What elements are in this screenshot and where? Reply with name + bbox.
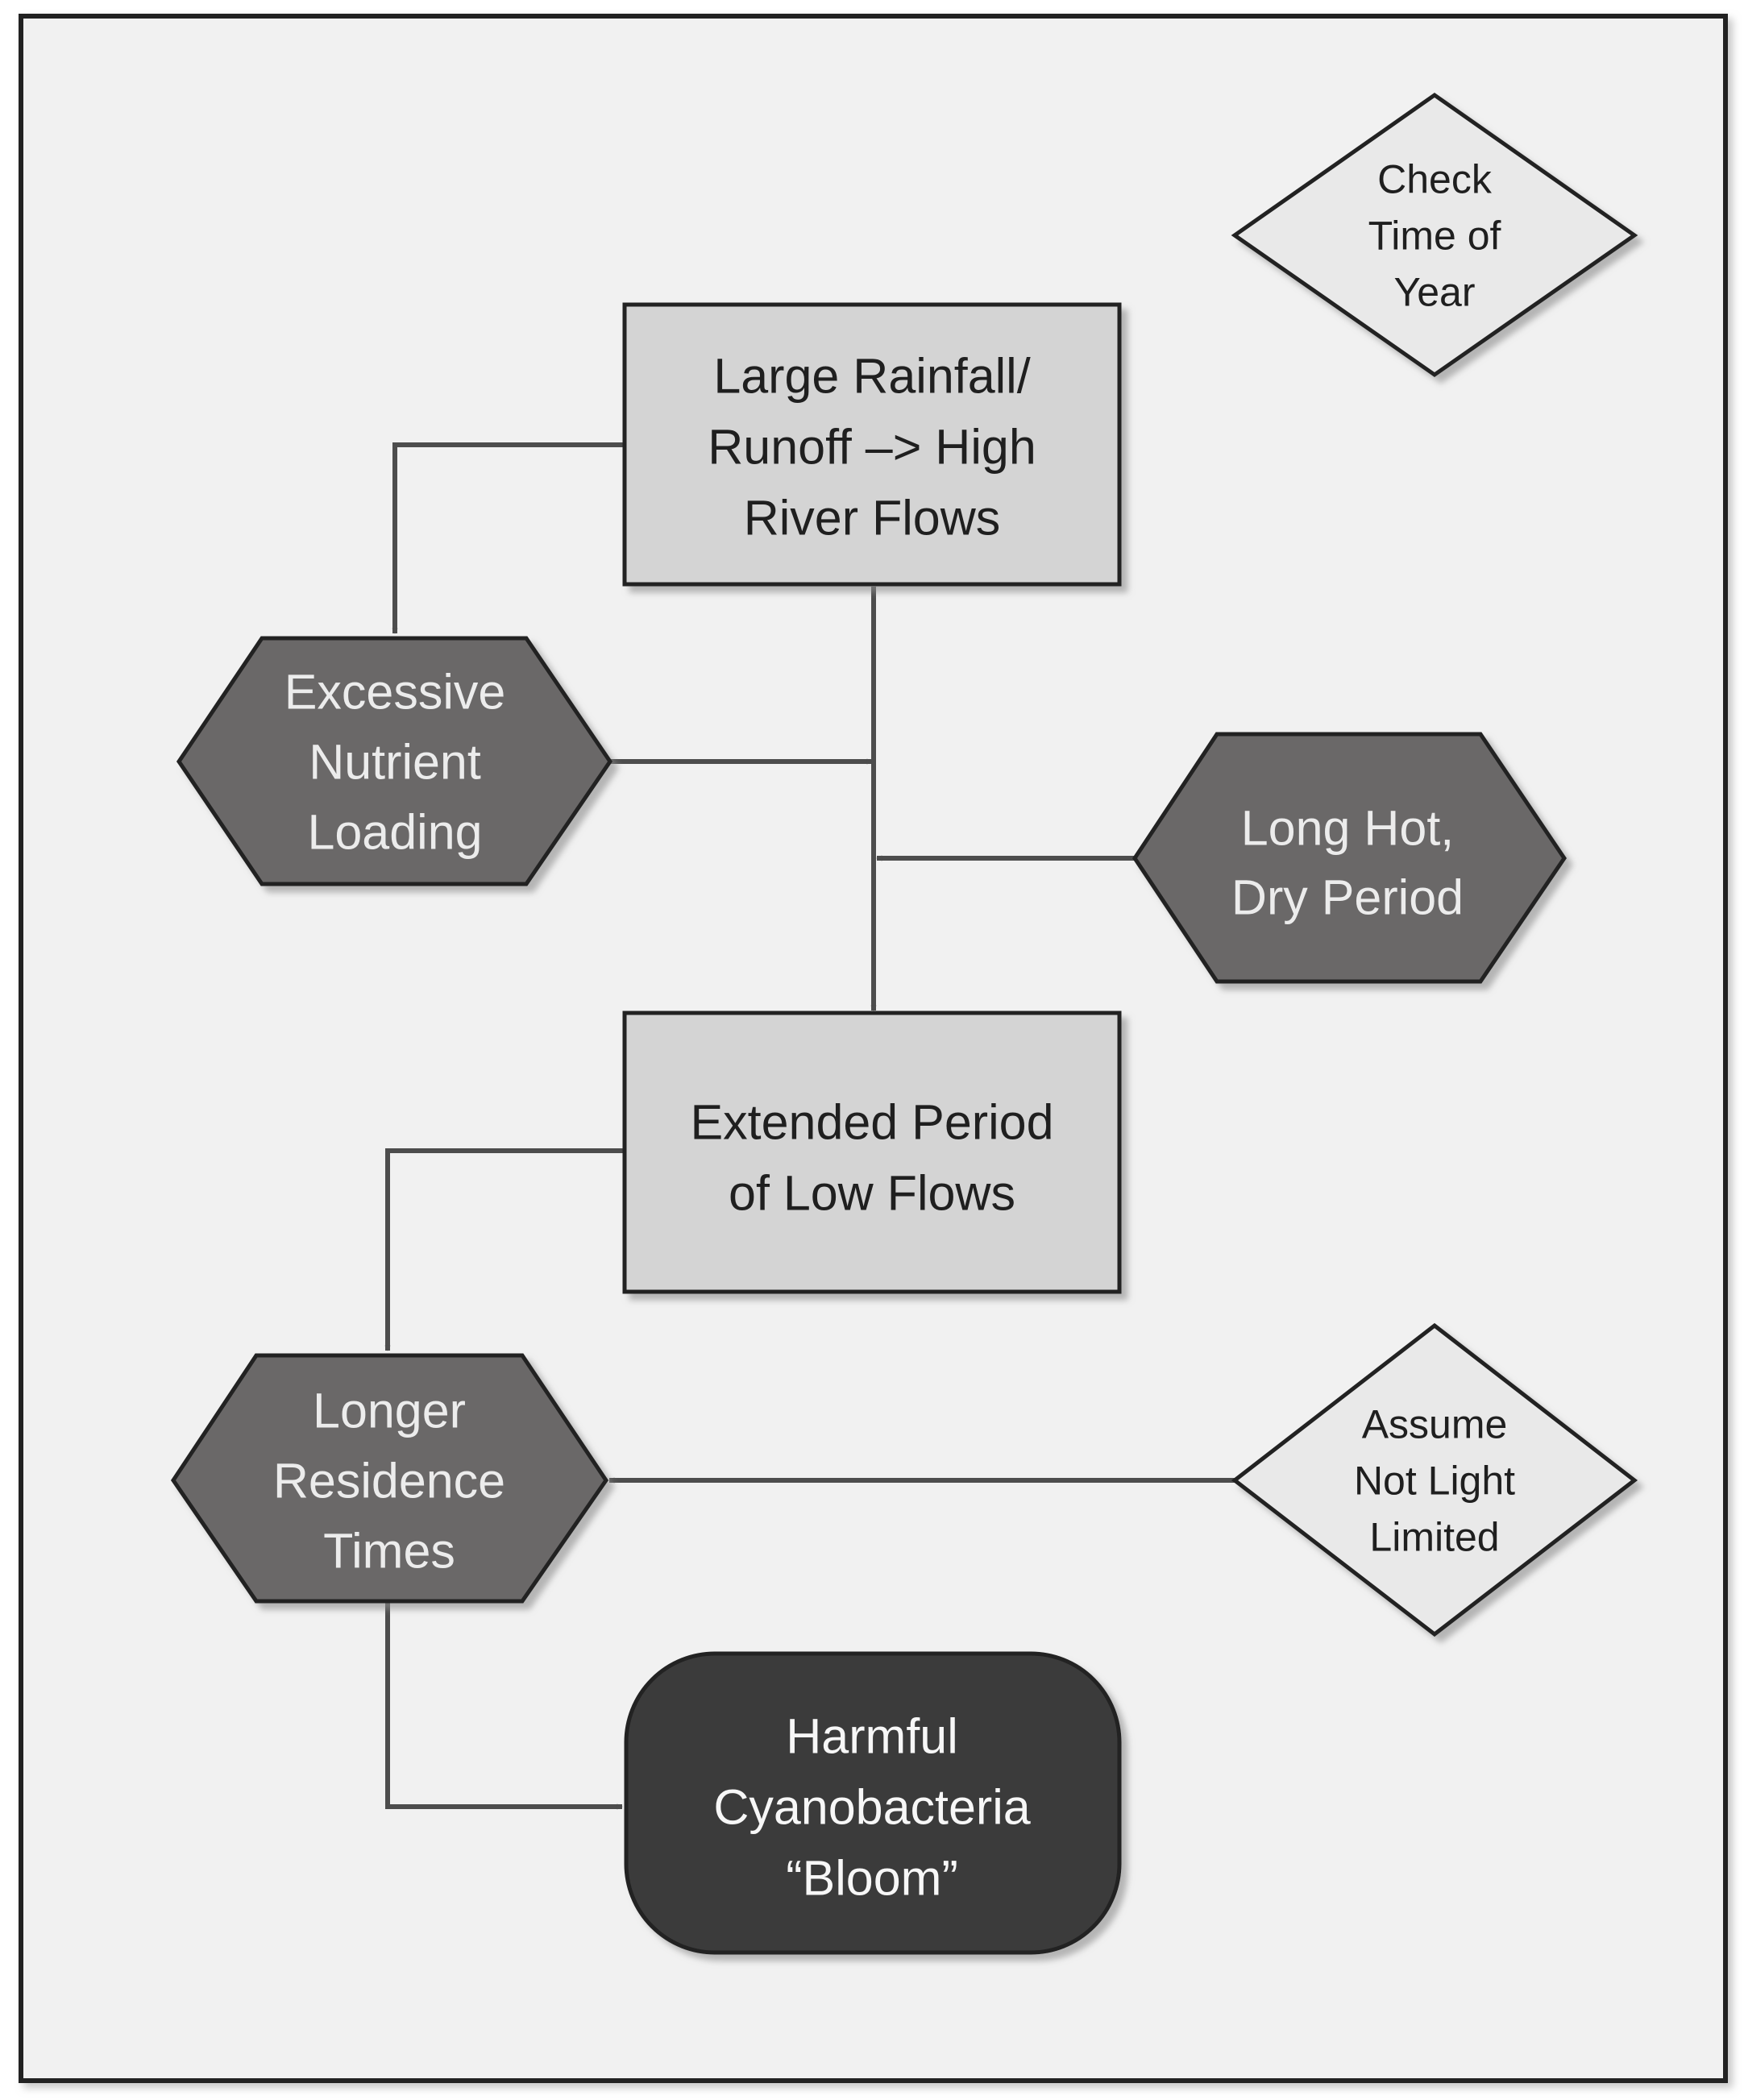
large-rainfall-line: Large Rainfall/ [713, 348, 1030, 403]
edge-low-flows-to-residence [384, 1148, 625, 1351]
longer-residence-line: Residence [273, 1453, 505, 1508]
harmful-bloom-terminal [624, 1651, 1122, 1955]
extended-low-flows-label: Extended Period of Low Flows [690, 1094, 1053, 1220]
longer-residence-line: Longer [313, 1383, 466, 1438]
assume-not-light-line: Assume [1362, 1402, 1508, 1447]
harmful-bloom-line: Cyanobacteria [713, 1779, 1030, 1834]
large-rainfall-line: River Flows [744, 490, 1001, 545]
excessive-nutrient-line: Loading [307, 804, 482, 859]
harmful-bloom-line: “Bloom” [786, 1850, 958, 1905]
assume-not-light-line: Limited [1369, 1515, 1499, 1560]
excessive-nutrient-line: Excessive [284, 664, 506, 719]
edge-residence-to-bloom [385, 1601, 623, 1810]
extended-low-flows-box [622, 1011, 1122, 1294]
longer-residence-hexagon [170, 1353, 609, 1604]
check-time-of-year-line: Check [1377, 157, 1493, 202]
large-rainfall-box [622, 302, 1122, 587]
long-hot-dry-line: Long Hot, [1241, 800, 1455, 855]
large-rainfall-line: Runoff –> High [708, 419, 1036, 474]
long-hot-dry-hexagon [1132, 732, 1568, 984]
assume-not-light-diamond [1231, 1322, 1638, 1637]
harmful-bloom-line: Harmful [786, 1708, 958, 1763]
extended-low-flows-line: Extended Period [690, 1094, 1053, 1149]
excessive-nutrient-hexagon [176, 636, 613, 886]
check-time-of-year-diamond [1231, 92, 1638, 378]
check-time-of-year-line: Time of [1368, 214, 1501, 259]
assume-not-light-line: Not Light [1354, 1459, 1515, 1504]
longer-residence-line: Times [323, 1523, 455, 1578]
long-hot-dry-line: Dry Period [1231, 869, 1464, 924]
long-hot-dry-label: Long Hot, Dry Period [1231, 800, 1464, 924]
edge-rainfall-to-nutrient [392, 442, 625, 634]
check-time-of-year-line: Year [1393, 270, 1475, 315]
extended-low-flows-line: of Low Flows [729, 1165, 1015, 1220]
excessive-nutrient-line: Nutrient [309, 734, 481, 789]
